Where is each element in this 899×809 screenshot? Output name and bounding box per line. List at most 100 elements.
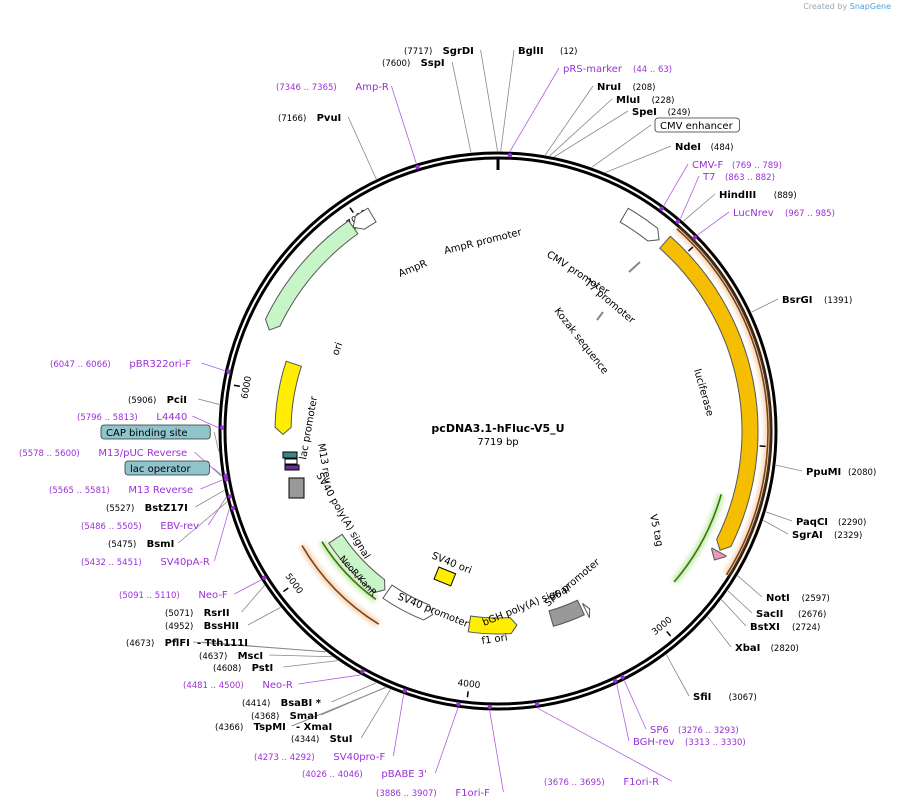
- feature-ori: [274, 360, 303, 436]
- leader-sv40prof: [393, 694, 404, 757]
- site-pos-bglii: (12): [560, 47, 577, 57]
- site-name-m13rev: M13 Reverse: [128, 485, 193, 496]
- site-ampr-p[interactable]: Amp-R(7346 .. 7365): [276, 82, 389, 93]
- site-pos-bghrev: (3313 .. 3330): [685, 738, 746, 748]
- site-rsrii[interactable]: RsrII(5071): [165, 608, 230, 619]
- site-sv40par[interactable]: SV40pA-R(5432 .. 5451): [81, 557, 210, 568]
- site-sp6[interactable]: SP6(3276 .. 3293): [650, 725, 739, 736]
- site-bstxi[interactable]: BstXI(2724): [750, 622, 820, 633]
- site-pflfi[interactable]: PflFI(4673): [126, 638, 190, 649]
- kozak-mark: [596, 311, 604, 321]
- badge-lacop: [124, 460, 210, 476]
- site-ebvrev[interactable]: EBV-rev(5486 .. 5505): [81, 521, 199, 532]
- site-cmvf[interactable]: CMV-F(769 .. 789): [692, 160, 782, 171]
- site-sgrdi[interactable]: SgrDI(7717): [404, 46, 474, 57]
- site-sv40prof[interactable]: SV40pro-F(4273 .. 4292): [254, 752, 385, 763]
- site-neor[interactable]: Neo-R(4481 .. 4500): [183, 680, 293, 691]
- site-lacop[interactable]: lac operator: [124, 460, 210, 476]
- site-pos-ampr-p: (7346 .. 7365): [276, 83, 337, 93]
- site-cap[interactable]: CAP binding site: [100, 424, 211, 440]
- site-paqci[interactable]: PaqCI(2290): [796, 517, 866, 528]
- site-bsabi[interactable]: BsaBI *(4414): [242, 698, 322, 709]
- feature-bgh: [548, 599, 585, 627]
- site-pcii[interactable]: PciI(5906): [128, 395, 187, 406]
- site-bghrev[interactable]: BGH-rev(3313 .. 3330): [633, 737, 746, 748]
- plasmid-size: 7719 bp: [477, 437, 518, 448]
- site-pos-bsshii: (4952): [165, 622, 193, 632]
- site-pos-msci: (4637): [199, 652, 227, 662]
- site-pbr322[interactable]: pBR322ori-F(6047 .. 6066): [50, 359, 191, 370]
- site-cmvenh[interactable]: CMV enhancer: [654, 117, 740, 133]
- site-tth111i[interactable]: - Tth111I: [197, 638, 248, 649]
- site-pos-bstxi: (2724): [792, 623, 820, 633]
- site-tspmi[interactable]: TspMI(4366): [215, 722, 286, 733]
- site-stui[interactable]: StuI(4344): [291, 734, 352, 745]
- site-sacii[interactable]: SacII(2676): [756, 609, 826, 620]
- site-pos-sspi: (7600): [382, 59, 410, 69]
- tick-label-6000: 6000: [240, 375, 254, 400]
- leader-sgrdi: [480, 49, 498, 152]
- site-t7[interactable]: T7(863 .. 882): [702, 172, 775, 183]
- site-pos-lucnrev: (967 .. 985): [785, 209, 835, 219]
- site-sspi[interactable]: SspI(7600): [382, 58, 445, 69]
- leader-spei: [554, 110, 629, 158]
- site-psti[interactable]: PstI(4608): [213, 663, 273, 674]
- site-xbai[interactable]: XbaI(2820): [735, 643, 799, 654]
- site-name-m13puc: M13/pUC Reverse: [98, 448, 187, 459]
- site-f1orif[interactable]: F1ori-F(3886 .. 3907): [376, 788, 490, 799]
- label-t7-promoter: T7 promoter: [581, 277, 637, 327]
- outer-labels: SgrDI(7717)SspI(7600) BglII(12) pRS-marker…: [19, 46, 876, 799]
- site-name-xbai: XbaI: [735, 643, 760, 654]
- site-msci[interactable]: MscI(4637): [199, 651, 263, 662]
- site-ppumi[interactable]: PpuMI(2080): [806, 467, 876, 478]
- site-mlui[interactable]: MluI(228): [616, 95, 674, 106]
- leader-bstz17i: [195, 489, 225, 508]
- glow-neo-outer: [301, 545, 380, 625]
- site-pvui[interactable]: PvuI(7166): [278, 113, 341, 124]
- site-pbabe[interactable]: pBABE 3'(4026 .. 4046): [302, 769, 427, 780]
- site-sfii[interactable]: SfiI(3067): [693, 692, 757, 703]
- feature-sp6-prom: [582, 603, 591, 619]
- leader-sfii: [666, 654, 690, 697]
- site-l4440[interactable]: L4440(5796 .. 5813): [77, 412, 187, 423]
- primer-mark-l4440: [219, 425, 225, 430]
- site-name-ndei: NdeI: [675, 142, 701, 153]
- site-neof[interactable]: Neo-F(5091 .. 5110): [119, 590, 228, 601]
- primer-mark-m13rev: [224, 477, 229, 482]
- leader-bsabi: [331, 682, 377, 703]
- site-bsshii[interactable]: BssHII(4952): [165, 621, 239, 632]
- site-nrui[interactable]: NruI(208): [597, 82, 655, 93]
- site-pos-neof: (5091 .. 5110): [119, 591, 180, 601]
- site-noti[interactable]: NotI(2597): [766, 593, 830, 604]
- leader-cap: [213, 431, 220, 452]
- leader-sspi: [451, 61, 472, 153]
- site-pos-f1rir: (3676 .. 3695): [544, 778, 605, 788]
- site-bsrgi[interactable]: BsrGI(1391): [782, 295, 852, 306]
- site-ndei[interactable]: NdeI(484): [675, 142, 733, 153]
- badge-text-lacop: lac operator: [130, 464, 191, 475]
- site-bsmi[interactable]: BsmI(5475): [108, 539, 174, 550]
- site-name-sgrai: SgrAI: [792, 530, 823, 541]
- site-f1rir[interactable]: F1ori-R(3676 .. 3695): [544, 777, 659, 788]
- site-lucnrev[interactable]: LucNrev(967 .. 985): [733, 208, 835, 219]
- site-sgrai[interactable]: SgrAI(2329): [792, 530, 862, 541]
- leader-stui: [360, 689, 391, 739]
- site-xmai[interactable]: - XmaI: [296, 722, 332, 733]
- site-smai[interactable]: SmaI(4368): [251, 711, 318, 722]
- site-spei[interactable]: SpeI(249): [632, 107, 690, 118]
- leader-bsmi: [177, 501, 228, 544]
- site-m13puc[interactable]: M13/pUC Reverse(5578 .. 5600): [19, 448, 187, 459]
- site-bglii[interactable]: BglII(12): [518, 46, 577, 57]
- site-bstz17i[interactable]: BstZ17I(5527): [106, 503, 188, 514]
- site-pos-sacii: (2676): [798, 610, 826, 620]
- site-pos-smai: (4368): [251, 712, 279, 722]
- site-name-sp6: SP6: [650, 725, 669, 736]
- site-hindiii[interactable]: HindIII(889): [719, 190, 797, 201]
- primer-mark-ebvrev: [227, 494, 233, 499]
- label-v5tag: V5 tag: [647, 513, 665, 547]
- site-name-pbr322: pBR322ori-F: [129, 359, 191, 370]
- site-prs[interactable]: pRS-marker(44 .. 63): [563, 64, 672, 75]
- site-m13rev[interactable]: M13 Reverse(5565 .. 5581): [49, 485, 193, 496]
- site-pos-noti: (2597): [802, 594, 830, 604]
